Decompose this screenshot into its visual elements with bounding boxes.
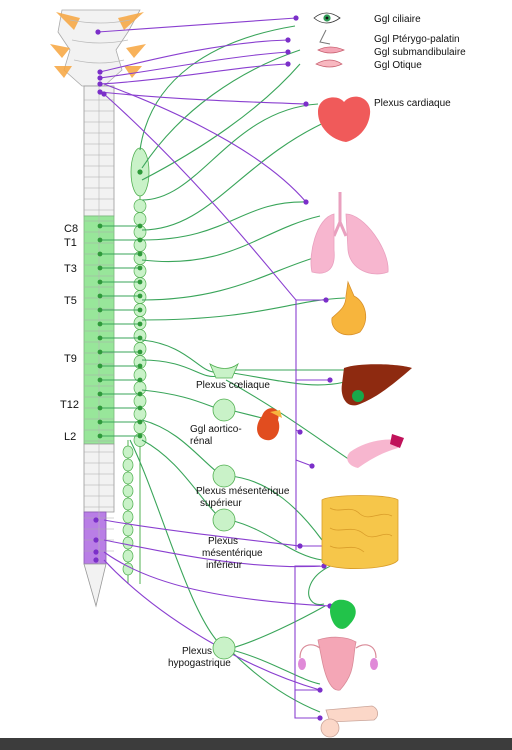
nose-icon: [319, 29, 331, 45]
segment-label-t1: T1: [64, 237, 77, 249]
mouth-icon: [317, 46, 345, 54]
label-ggl-ciliaire: Ggl ciliaire: [374, 14, 421, 25]
label-plexus-mesenterique-superieur-line1: Plexus mésentérique: [196, 486, 290, 497]
label-plexus-mesenterique-inferieur-line1: Plexus: [208, 536, 238, 547]
ear-icon: [315, 59, 343, 68]
segment-label-t12: T12: [60, 399, 79, 411]
label-ggl-submandibulaire: Ggl submandibulaire: [374, 47, 466, 58]
bottom-bar: [0, 738, 512, 750]
label-plexus-coeliaque: Plexus cœliaque: [196, 380, 270, 391]
lungs-icon: [310, 192, 389, 275]
segment-label-t9: T9: [64, 353, 77, 365]
sympathetic-ganglia: [122, 199, 147, 576]
heart-icon: [318, 96, 371, 142]
plexus-mesenterique-inferieur-ganglion: [212, 508, 236, 532]
pancreas-icon: [347, 434, 404, 468]
liver-icon: [341, 364, 412, 406]
penis-icon: [320, 705, 378, 738]
uterus-icon: [298, 636, 378, 691]
segment-label-t5: T5: [64, 295, 77, 307]
segment-label-c8: C8: [64, 223, 78, 235]
label-plexus-cardiaque: Plexus cardiaque: [374, 98, 451, 109]
stomach-icon: [331, 280, 367, 336]
brainstem-icon: [50, 9, 146, 87]
segment-label-t3: T3: [64, 263, 77, 275]
label-plexus-hypogastrique-line1: Plexus: [182, 646, 212, 657]
label-ggl-pterygo-palatin: Ggl Ptérygo-palatin: [374, 34, 460, 45]
label-ggl-aortico-line2: rénal: [190, 436, 212, 447]
sympathetic-fibers: [129, 25, 356, 713]
eye-icon: [313, 12, 341, 24]
label-ggl-otique: Ggl Otique: [374, 60, 422, 71]
segment-label-l2: L2: [64, 431, 76, 443]
label-plexus-mesenterique-inferieur-line2: mésentérique: [202, 548, 263, 559]
plexus-ganglia: [209, 362, 239, 660]
plexus-mesenterique-superieur-ganglion: [212, 464, 236, 488]
bladder-icon: [330, 599, 356, 629]
parasympathetic-fibers: [97, 17, 331, 719]
label-plexus-mesenterique-inferieur-line3: inférieur: [206, 560, 243, 571]
kidney-icon: [257, 408, 282, 441]
ggl-aortico-renal-ganglion: [212, 398, 236, 422]
plexus-coeliaque-ganglion: [209, 362, 239, 379]
plexus-hypogastrique-ganglion: [212, 636, 236, 660]
intestine-icon: [321, 495, 399, 569]
label-ggl-aortico-line1: Ggl aortico-: [190, 424, 242, 435]
label-plexus-mesenterique-superieur-line2: supérieur: [200, 498, 242, 509]
label-plexus-hypogastrique-line2: hypogastrique: [168, 658, 231, 669]
